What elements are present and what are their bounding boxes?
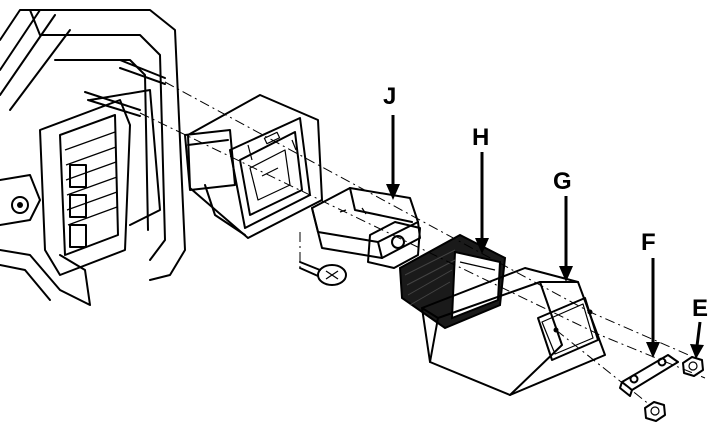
nut-lower [644,401,666,422]
label-j: J [383,83,396,110]
arrow-h [475,152,489,254]
arrow-f [646,258,660,358]
filter-bracket-j [311,187,421,269]
label-h: H [472,124,489,151]
label-g: G [553,168,572,195]
screw [299,261,347,286]
filter-cover-g [421,267,606,396]
air-filter-base [187,94,323,239]
plate-f [619,354,679,397]
label-f: F [641,229,656,256]
assembly-centerlines [139,81,706,406]
arrow-g [559,196,573,282]
arrow-j [386,115,400,200]
foam-filter-h [398,233,507,330]
label-e: E [692,295,708,322]
arrow-e [690,321,704,359]
engine-housing [0,9,236,306]
